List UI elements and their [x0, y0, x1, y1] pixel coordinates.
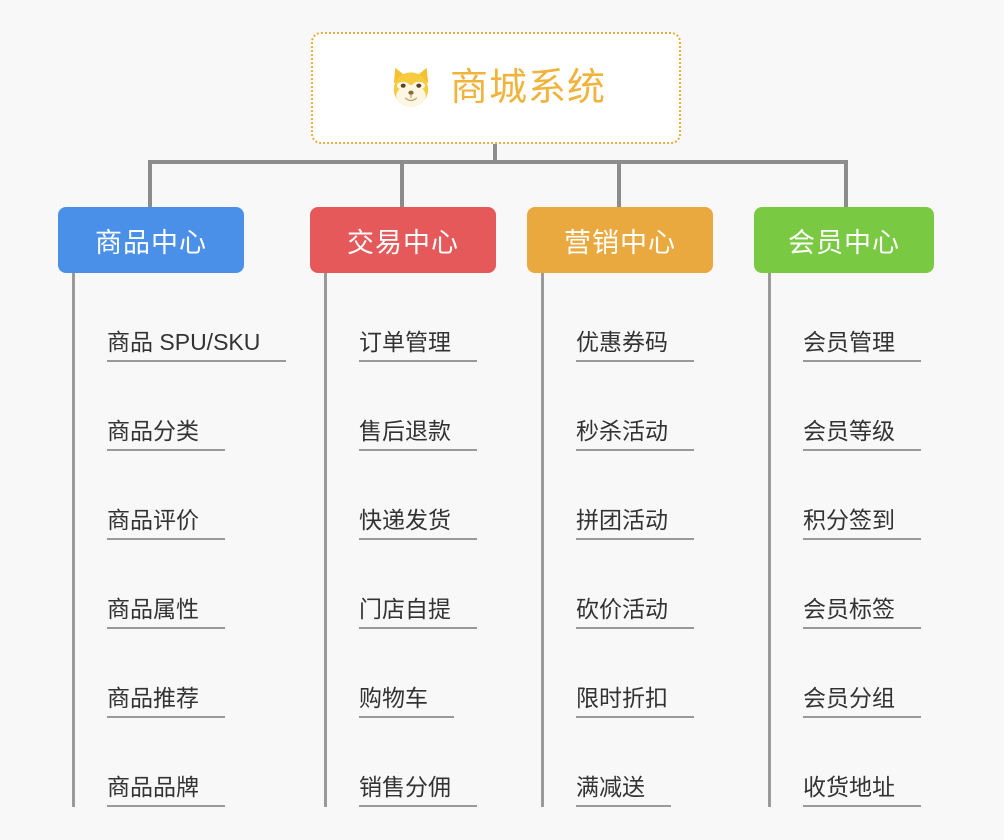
- leaf-item[interactable]: 砍价活动: [544, 540, 713, 629]
- leaf-label: 销售分佣: [359, 774, 477, 807]
- branch-header-1[interactable]: 商品中心: [58, 207, 244, 273]
- leaf-label: 优惠券码: [576, 329, 694, 362]
- connector-drop-2: [400, 160, 404, 207]
- shiba-inu-dog-face-icon: [393, 67, 429, 109]
- leaf-label: 商品属性: [107, 596, 225, 629]
- branch-header-4[interactable]: 会员中心: [754, 207, 934, 273]
- leaf-item[interactable]: 订单管理: [327, 273, 496, 362]
- root-node[interactable]: 商城系统: [311, 32, 681, 144]
- leaf-item[interactable]: 快递发货: [327, 451, 496, 540]
- connector-root-stem: [493, 144, 497, 164]
- leaf-label: 满减送: [576, 774, 671, 807]
- leaf-label: 门店自提: [359, 596, 477, 629]
- leaf-item[interactable]: 购物车: [327, 629, 496, 718]
- leaf-list-2: 订单管理 售后退款 快递发货 门店自提 购物车 销售分佣: [324, 273, 496, 807]
- leaf-item[interactable]: 售后退款: [327, 362, 496, 451]
- leaf-label: 商品评价: [107, 507, 225, 540]
- leaf-item[interactable]: 限时折扣: [544, 629, 713, 718]
- leaf-label: 订单管理: [359, 329, 477, 362]
- leaf-item[interactable]: 商品分类: [75, 362, 286, 451]
- leaf-item[interactable]: 优惠券码: [544, 273, 713, 362]
- leaf-label: 收货地址: [803, 774, 921, 807]
- branch-column-1: 商品中心 商品 SPU/SKU 商品分类 商品评价 商品属性 商品推荐 商品品牌: [58, 207, 287, 807]
- branch-header-label: 商品中心: [95, 227, 207, 258]
- leaf-item[interactable]: 商品 SPU/SKU: [75, 273, 287, 362]
- root-title: 商城系统: [449, 67, 606, 109]
- leaf-item[interactable]: 商品属性: [75, 540, 286, 629]
- leaf-list-1: 商品 SPU/SKU 商品分类 商品评价 商品属性 商品推荐 商品品牌: [72, 273, 287, 807]
- leaf-list-4: 会员管理 会员等级 积分签到 会员标签 会员分组 收货地址: [768, 273, 934, 807]
- branch-column-4: 会员中心 会员管理 会员等级 积分签到 会员标签 会员分组 收货地址: [754, 207, 934, 807]
- leaf-item[interactable]: 会员管理: [771, 273, 934, 362]
- leaf-label: 售后退款: [359, 418, 477, 451]
- branch-header-label: 会员中心: [788, 227, 900, 258]
- leaf-item[interactable]: 商品品牌: [75, 718, 286, 807]
- leaf-item[interactable]: 会员分组: [771, 629, 934, 718]
- leaf-item[interactable]: 满减送: [544, 718, 713, 807]
- branch-column-3: 营销中心 优惠券码 秒杀活动 拼团活动 砍价活动 限时折扣 满减送: [527, 207, 713, 807]
- leaf-label: 购物车: [359, 685, 454, 718]
- branch-header-label: 交易中心: [347, 227, 459, 258]
- branch-header-3[interactable]: 营销中心: [527, 207, 713, 273]
- leaf-label: 商品推荐: [107, 685, 225, 718]
- branch-column-2: 交易中心 订单管理 售后退款 快递发货 门店自提 购物车 销售分佣: [310, 207, 496, 807]
- leaf-item[interactable]: 销售分佣: [327, 718, 496, 807]
- leaf-label: 会员等级: [803, 418, 921, 451]
- leaf-item[interactable]: 会员等级: [771, 362, 934, 451]
- leaf-label: 拼团活动: [576, 507, 694, 540]
- connector-drop-1: [148, 160, 152, 207]
- leaf-label: 会员管理: [803, 329, 921, 362]
- leaf-item[interactable]: 商品推荐: [75, 629, 286, 718]
- branch-header-label: 营销中心: [564, 227, 676, 258]
- leaf-label: 快递发货: [359, 507, 477, 540]
- leaf-item[interactable]: 秒杀活动: [544, 362, 713, 451]
- leaf-label: 会员标签: [803, 596, 921, 629]
- leaf-label: 限时折扣: [576, 685, 694, 718]
- branch-header-2[interactable]: 交易中心: [310, 207, 496, 273]
- leaf-label: 会员分组: [803, 685, 921, 718]
- connector-drop-4: [844, 160, 848, 207]
- leaf-item[interactable]: 会员标签: [771, 540, 934, 629]
- leaf-item[interactable]: 收货地址: [771, 718, 934, 807]
- leaf-item[interactable]: 积分签到: [771, 451, 934, 540]
- leaf-label: 商品品牌: [107, 774, 225, 807]
- leaf-list-3: 优惠券码 秒杀活动 拼团活动 砍价活动 限时折扣 满减送: [541, 273, 713, 807]
- leaf-label: 商品 SPU/SKU: [107, 329, 287, 362]
- leaf-label: 砍价活动: [576, 596, 694, 629]
- leaf-item[interactable]: 拼团活动: [544, 451, 713, 540]
- leaf-item[interactable]: 商品评价: [75, 451, 286, 540]
- leaf-label: 商品分类: [107, 418, 225, 451]
- leaf-label: 积分签到: [803, 507, 921, 540]
- connector-drop-3: [617, 160, 621, 207]
- connector-horizontal-bus: [148, 160, 848, 164]
- leaf-item[interactable]: 门店自提: [327, 540, 496, 629]
- leaf-label: 秒杀活动: [576, 418, 694, 451]
